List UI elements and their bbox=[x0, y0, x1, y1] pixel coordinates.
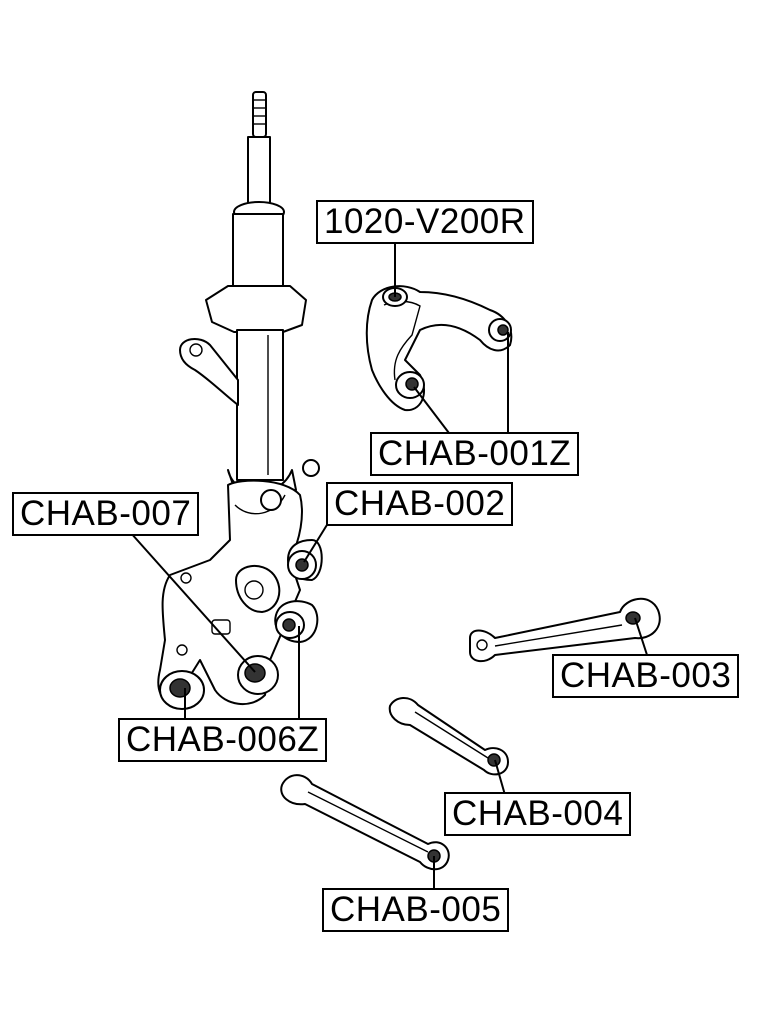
label-chab-004: CHAB-004 bbox=[444, 792, 632, 836]
leader-lines bbox=[129, 240, 649, 890]
arm-chab-005 bbox=[280, 774, 450, 871]
label-chab-007: CHAB-007 bbox=[12, 492, 200, 536]
label-chab-001z: CHAB-001Z bbox=[370, 432, 580, 476]
knuckle bbox=[157, 479, 303, 710]
arm-chab-004 bbox=[388, 697, 509, 776]
label-chab-003: CHAB-003 bbox=[552, 654, 740, 698]
bushing-chab-006z bbox=[274, 600, 319, 643]
upper-control-arm bbox=[365, 285, 513, 412]
arm-chab-003 bbox=[469, 598, 661, 663]
shock-absorber bbox=[179, 91, 320, 506]
label-1020-v200r: 1020-V200R bbox=[316, 200, 534, 244]
label-chab-006z: CHAB-006Z bbox=[118, 718, 328, 762]
label-chab-005: CHAB-005 bbox=[322, 888, 510, 932]
label-chab-002: CHAB-002 bbox=[326, 482, 514, 526]
